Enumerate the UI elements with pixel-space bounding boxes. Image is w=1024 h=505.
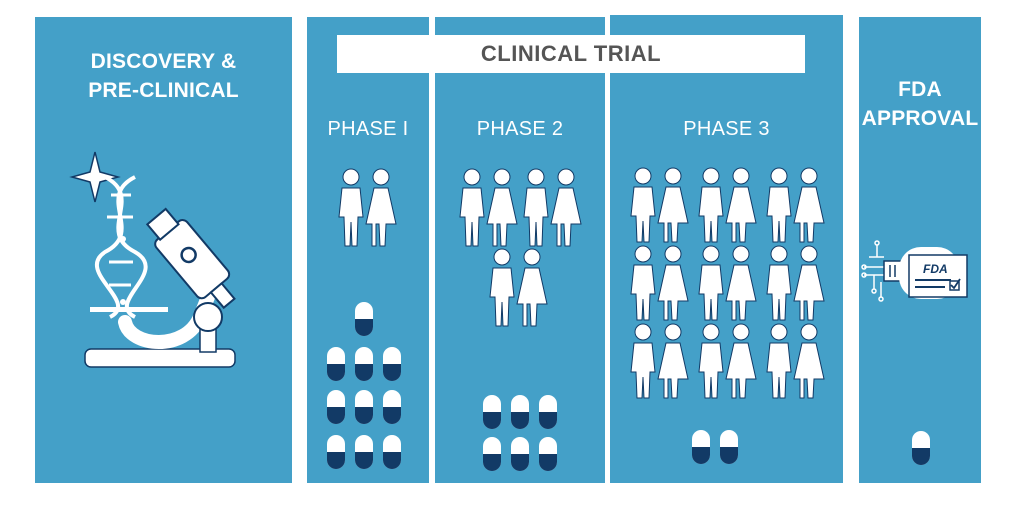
pill-icon [483,437,501,471]
clinical-trial-banner: CLINICAL TRIAL [337,35,805,73]
people-pair-icon [338,168,397,247]
phase1-people-and-pills [327,168,401,469]
pill-icon [511,437,529,471]
people-pair-icon [630,323,689,399]
microscope-dna-icon [69,151,236,368]
phase2-panel: PHASE 2 [435,17,605,483]
fda-title-line2: APPROVAL [861,107,979,130]
people-pair-icon [459,168,518,247]
fda-approval-document-icon: FDA [861,240,968,465]
people-pair-icon [766,167,825,243]
phase2-people-and-pills [459,168,582,471]
discovery-title-line1: DISCOVERY & [90,50,237,73]
people-pair-icon [630,245,689,321]
people-pair-icon [630,167,689,243]
people-pair-icon [766,245,825,321]
pill-icon [720,430,738,464]
fda-approval-panel: FDA APPROVAL FDA [859,17,981,483]
phase3-panel: PHASE 3 [610,15,843,483]
fda-badge-text: FDA [923,262,948,276]
man-icon [338,168,364,247]
people-pair-icon [766,323,825,399]
discovery-panel: DISCOVERY & PRE-CLINICAL [35,17,292,483]
phase2-title: PHASE 2 [476,118,564,140]
phase3-title: PHASE 3 [683,118,770,140]
pill-icon [539,395,557,429]
pill-icon [912,431,930,465]
phase3-people-and-pills [630,167,825,464]
pill-icons [327,302,401,469]
discovery-title-line2: PRE-CLINICAL [88,79,239,102]
phase1-title: PHASE I [327,118,409,140]
people-pair-icon [489,248,548,327]
people-pair-icon [698,323,757,399]
pill-icon [511,395,529,429]
phase1-panel: PHASE I [307,17,429,483]
woman-icon [365,168,397,247]
people-pair-icon [523,168,582,247]
pill-icon [483,395,501,429]
pill-icon [539,437,557,471]
pill-icon [692,430,710,464]
people-pair-icon [698,245,757,321]
people-pair-icon [698,167,757,243]
fda-title-line1: FDA [898,78,942,101]
